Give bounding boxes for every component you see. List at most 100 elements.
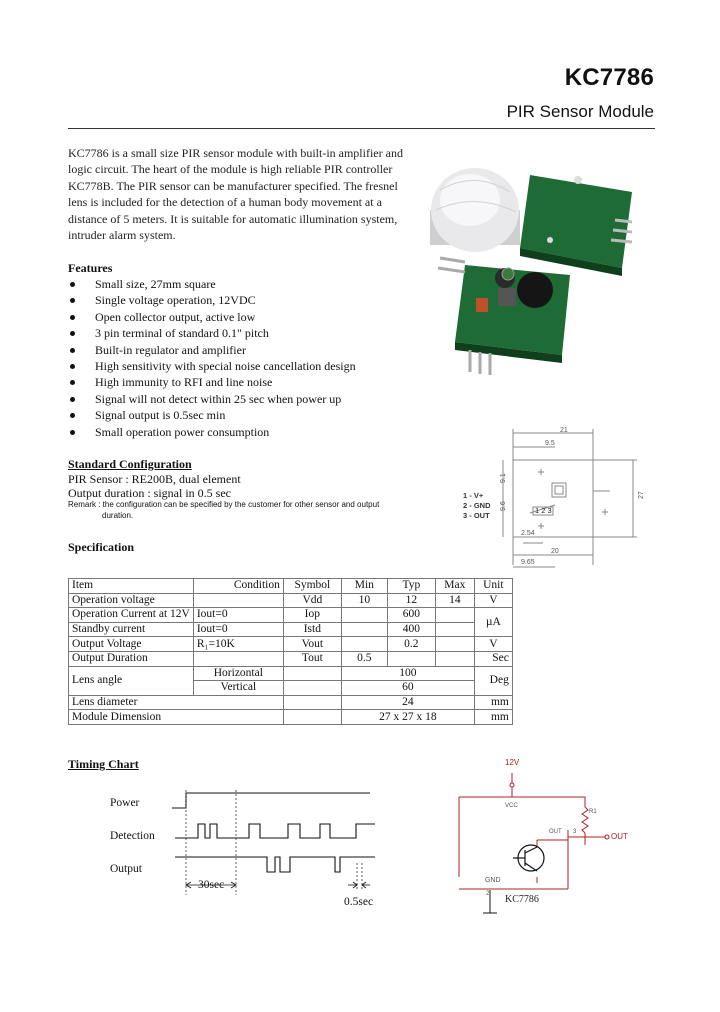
circuit-out: OUT	[549, 829, 562, 835]
cell-item: Module Dimension	[68, 709, 284, 725]
cell-typ: 12	[386, 592, 436, 609]
table-row: Output Voltage R₁=10K Vout 0.2 V	[68, 636, 513, 652]
table-row: Operation voltage Vdd 10 12 14 V	[68, 592, 513, 609]
feature-item: High immunity to RFI and line noise	[68, 374, 356, 390]
front-board	[437, 256, 570, 375]
header-typ: Typ	[386, 578, 436, 594]
fresnel-dome	[430, 168, 520, 252]
spec-heading: Specification	[68, 540, 134, 554]
cell-max: 14	[434, 592, 475, 609]
timing-heading: Timing Chart	[68, 757, 139, 771]
timing-05sec: 0.5sec	[344, 896, 374, 908]
dim-height: 27	[638, 491, 645, 499]
header-symbol: Symbol	[282, 578, 342, 594]
timing-label-power: Power	[110, 797, 140, 809]
cell-max	[434, 636, 475, 652]
header-min: Min	[340, 578, 388, 594]
config-sensor: PIR Sensor : RE200B, dual element	[68, 472, 241, 486]
feature-item: 3 pin terminal of standard 0.1" pitch	[68, 325, 356, 341]
cell-symbol: Iop	[282, 607, 342, 623]
back-board	[520, 175, 633, 276]
feature-item: Built-in regulator and amplifier	[68, 342, 356, 358]
circuit-gnd: GND	[485, 877, 501, 884]
circuit-diagram: 12V VCC R1 OUT 3 OUT GND 2 KC7786	[458, 758, 628, 914]
cell-unit: V	[473, 592, 513, 609]
header-item: Item	[68, 578, 194, 594]
resistor-r1	[581, 806, 589, 834]
cell-condition	[192, 650, 284, 667]
cell-unit: µA	[473, 607, 513, 638]
features-list: Small size, 27mm square Single voltage o…	[68, 276, 356, 440]
cell-symbol: Vdd	[282, 592, 342, 609]
cell-symbol: Tout	[282, 650, 342, 667]
timing-label-detection: Detection	[110, 830, 155, 842]
table-row: Operation Current at 12V Iout=0 Iop 600 …	[68, 607, 513, 638]
dim-width: 21	[560, 427, 568, 434]
cell-typ	[386, 650, 436, 667]
cell-min	[340, 636, 388, 652]
cell-item: Output Duration	[68, 650, 194, 667]
cell-min: 0.5	[340, 650, 388, 667]
document-title: KC7786	[564, 64, 654, 91]
timing-label-output: Output	[110, 863, 142, 875]
pin-legend: 1 - V+ 2 - GND 3 - OUT	[463, 491, 491, 521]
cell-condition: R₁=10K	[192, 636, 284, 652]
cell-unit: mm	[473, 694, 513, 711]
circuit-pin2: 2	[486, 891, 490, 897]
cell-typ: 0.2	[386, 636, 436, 652]
cell-unit: Sec	[473, 650, 513, 667]
cell-symbol	[282, 694, 342, 711]
pin-2-label: 2 - GND	[463, 501, 491, 510]
product-photo	[430, 168, 633, 375]
pin-1-label: 1 - V+	[463, 491, 484, 500]
cell-item: Lens angle	[68, 665, 194, 696]
module-outline	[512, 459, 594, 538]
config-remark: Remark : the configuration can be specif…	[68, 500, 380, 509]
cell-item: Output Voltage	[68, 636, 194, 652]
cell-max	[434, 621, 475, 638]
feature-item: High sensitivity with special noise canc…	[68, 358, 356, 374]
cell-item: Operation voltage	[68, 592, 194, 609]
cell-typ: 60	[340, 680, 475, 696]
cell-item: Standby current	[68, 621, 194, 638]
document-subtitle: PIR Sensor Module	[506, 102, 654, 121]
cell-condition: Iout=0	[192, 607, 284, 623]
dimension-drawing: 21 9.5 9.1 9.6 27 1 2 3 2.54 20 9.65	[500, 427, 645, 568]
cell-typ: 600	[386, 607, 436, 623]
circuit-12v: 12V	[505, 758, 520, 767]
pin-numbers: 1 2 3	[535, 506, 552, 515]
dim-left-2: 9.6	[500, 501, 507, 511]
cell-symbol	[282, 680, 342, 696]
cell-unit: mm	[473, 709, 513, 725]
timing-diagram	[172, 790, 375, 895]
feature-item: Small size, 27mm square	[68, 276, 356, 292]
spec-table: Item Condition Symbol Min Typ Max Unit O…	[68, 578, 513, 725]
cell-typ: 400	[386, 621, 436, 638]
circuit-out-terminal: OUT	[611, 832, 628, 841]
cell-min	[340, 621, 388, 638]
circuit-vcc: VCC	[505, 803, 518, 809]
feature-item: Single voltage operation, 12VDC	[68, 292, 356, 308]
cell-condition: Vertical	[192, 680, 284, 696]
cell-item: Lens diameter	[68, 694, 284, 711]
dim-bottom-offset: 9.65	[521, 559, 535, 566]
cell-unit: Deg	[473, 665, 513, 696]
header-condition: Condition	[192, 578, 284, 594]
cell-condition: Iout=0	[192, 621, 284, 638]
table-row: Output Duration Tout 0.5 Sec	[68, 650, 513, 667]
cell-condition	[192, 592, 284, 609]
cell-symbol: Istd	[282, 621, 342, 638]
cell-max	[434, 650, 475, 667]
cell-item: Operation Current at 12V	[68, 607, 194, 623]
dim-left-1: 9.1	[500, 473, 507, 483]
header-max: Max	[434, 578, 475, 594]
header-rule	[68, 128, 655, 129]
dim-bottom-width: 20	[551, 548, 559, 555]
table-row: Lens angle Horizontal 100 Deg	[68, 665, 513, 696]
config-duration: Output duration : signal in 0.5 sec	[68, 486, 231, 500]
feature-item: Signal output is 0.5sec min	[68, 407, 356, 423]
dim-pin-pitch: 2.54	[521, 530, 535, 537]
output-waveform	[175, 856, 375, 873]
cell-typ: 100	[340, 665, 475, 682]
config-remark-cont: duration.	[102, 511, 134, 520]
